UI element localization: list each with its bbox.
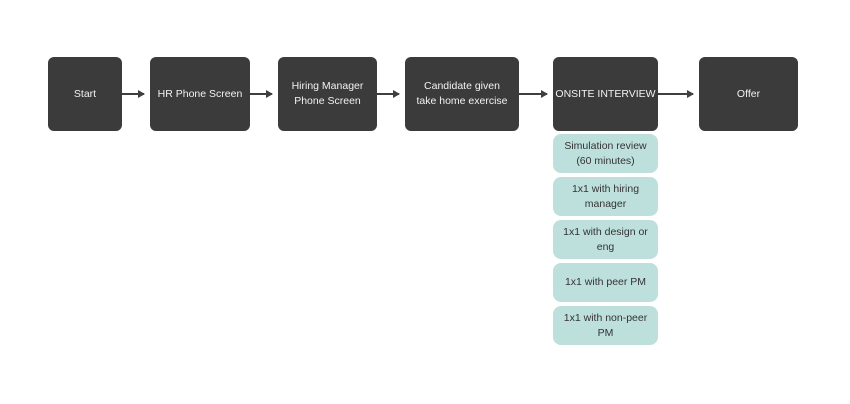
flow-node-onsite-interview: ONSITE INTERVIEW — [553, 57, 658, 131]
onsite-step-label: 1x1 with hiring manager — [571, 183, 640, 210]
flow-node-start: Start — [48, 57, 122, 131]
onsite-step-label: 1x1 with non-peer PM — [563, 312, 648, 339]
flow-arrow-hr-to-hiring-manager — [250, 90, 273, 98]
onsite-step-label: 1x1 with design or eng — [563, 226, 648, 253]
flow-node-label: Offer — [736, 87, 761, 100]
flow-arrow-hiring-manager-to-take-home — [377, 90, 400, 98]
flow-node-label: HR Phone Screen — [157, 87, 243, 100]
onsite-step-label: Simulation review (60 minutes) — [564, 140, 647, 167]
flow-node-hiring-manager-phone-screen: Hiring Manager Phone Screen — [278, 57, 377, 131]
flow-arrow-start-to-hr — [122, 90, 145, 98]
flow-node-hr-phone-screen: HR Phone Screen — [150, 57, 250, 131]
flow-arrow-onsite-to-offer — [658, 90, 694, 98]
onsite-step-1x1-design-or-eng: 1x1 with design or eng — [553, 220, 658, 259]
flow-node-label: Start — [73, 87, 97, 100]
onsite-step-1x1-hiring-manager: 1x1 with hiring manager — [553, 177, 658, 216]
onsite-step-1x1-non-peer-pm: 1x1 with non-peer PM — [553, 306, 658, 345]
flow-arrow-take-home-to-onsite — [519, 90, 548, 98]
onsite-step-simulation-review: Simulation review (60 minutes) — [553, 134, 658, 173]
flow-node-offer: Offer — [699, 57, 798, 131]
onsite-step-label: 1x1 with peer PM — [564, 276, 647, 289]
onsite-step-1x1-peer-pm: 1x1 with peer PM — [553, 263, 658, 302]
flow-node-label: ONSITE INTERVIEW — [555, 87, 656, 100]
flow-node-label: Hiring Manager Phone Screen — [291, 80, 364, 107]
flow-node-take-home-exercise: Candidate given take home exercise — [405, 57, 519, 131]
flow-node-label: Candidate given take home exercise — [416, 80, 508, 107]
